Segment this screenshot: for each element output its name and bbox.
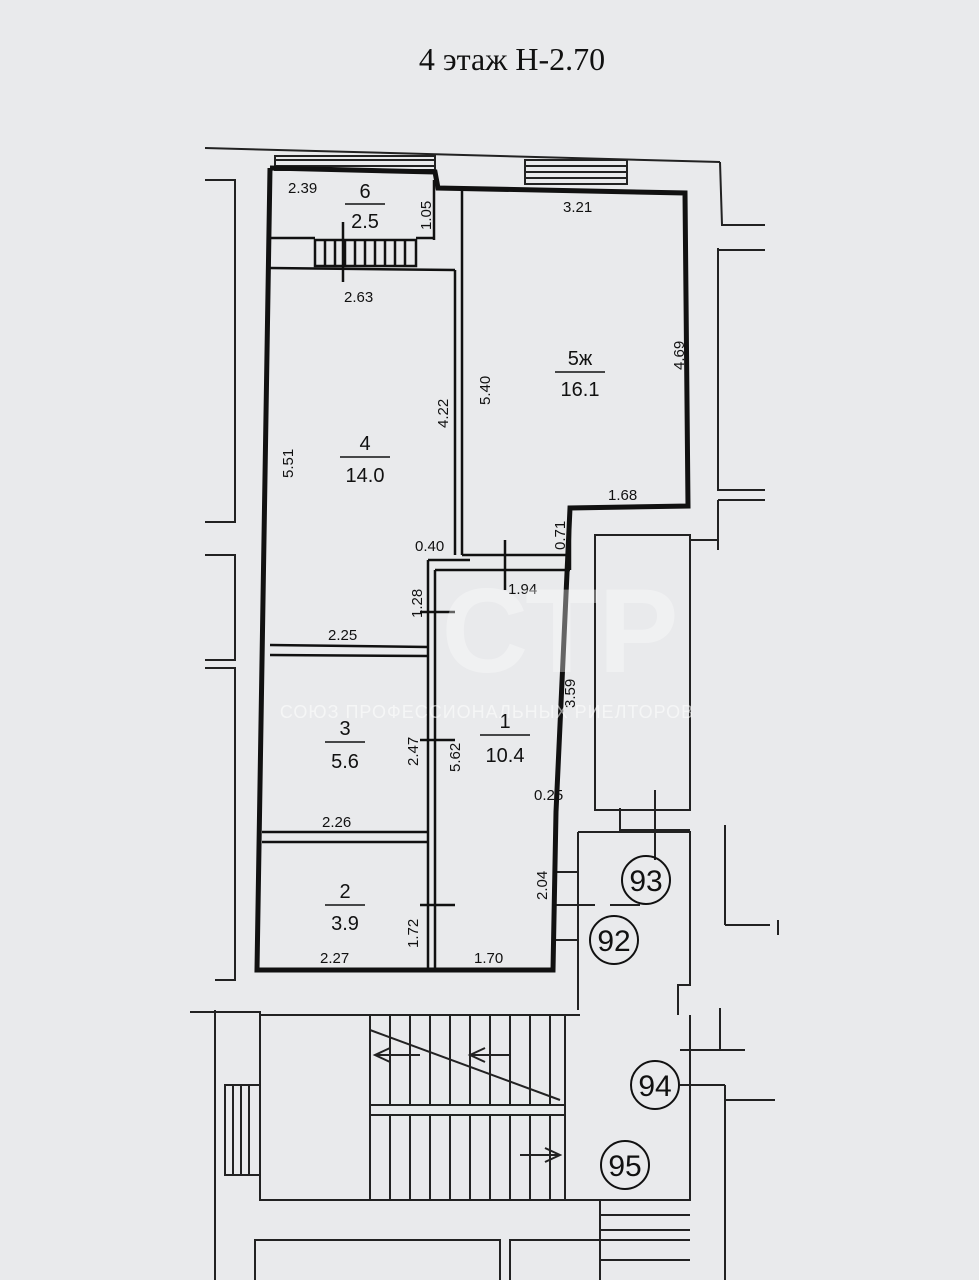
- room-number: 5ж: [568, 348, 593, 370]
- dim-label: 4.69: [671, 341, 688, 370]
- room-number: 4: [359, 433, 370, 455]
- dim-label: 5.40: [477, 376, 494, 405]
- dim-label: 2.26: [322, 814, 351, 831]
- room-3: 3 5.6: [325, 718, 365, 773]
- dim-label: 1.94: [508, 581, 537, 598]
- dim-label: 5.62: [447, 743, 464, 772]
- room-number: 3: [339, 718, 350, 740]
- room-number: 6: [359, 181, 370, 203]
- plan-title: 4 этаж Н-2.70: [419, 41, 605, 77]
- room-labels: 6 2.5 5ж 16.1 4 14.0 3 5.6 1 10.4 2 3.9: [325, 181, 605, 935]
- neighbor-markers: 93 92 94 95: [589, 855, 680, 1190]
- watermark-logo: СТР: [441, 564, 678, 698]
- room-area: 5.6: [331, 751, 359, 773]
- room-1: 1 10.4: [480, 711, 530, 767]
- dim-label: 2.27: [320, 950, 349, 967]
- neighbor-95: 95: [600, 1140, 650, 1190]
- neighbor-number: 92: [597, 925, 630, 958]
- dim-label: 1.28: [409, 589, 426, 618]
- dim-label: 1.70: [474, 950, 503, 967]
- dim-label: 2.04: [534, 871, 551, 900]
- room-area: 10.4: [486, 745, 525, 767]
- room-4: 4 14.0: [340, 433, 390, 487]
- dim-label: 1.05: [418, 201, 435, 230]
- room-2: 2 3.9: [325, 881, 365, 935]
- dim-label: 1.68: [608, 487, 637, 504]
- dim-label: 0.71: [552, 521, 569, 550]
- neighbor-number: 94: [638, 1070, 671, 1103]
- room-5: 5ж 16.1: [555, 348, 605, 401]
- dim-label: 0.25: [534, 787, 563, 804]
- interior-walls: [262, 180, 572, 970]
- neighbor-94: 94: [630, 1060, 680, 1110]
- dim-label: 0.40: [415, 538, 444, 555]
- room-number: 1: [499, 711, 510, 733]
- apartment-outline: [254, 165, 691, 973]
- room-area: 14.0: [346, 465, 385, 487]
- dim-label: 3.21: [563, 199, 592, 216]
- dim-label: 4.22: [435, 399, 452, 428]
- dim-label: 2.47: [405, 737, 422, 766]
- room-area: 3.9: [331, 913, 359, 935]
- room-number: 2: [339, 881, 350, 903]
- dim-label: 2.25: [328, 627, 357, 644]
- dim-label: 2.39: [288, 180, 317, 197]
- dim-label: 3.59: [562, 679, 579, 708]
- neighbor-93: 93: [621, 855, 671, 905]
- room-area: 2.5: [351, 211, 379, 233]
- watermark: СТР СОЮЗ ПРОФЕССИОНАЛЬНЫХ РИЕЛТОРОВ: [280, 564, 694, 722]
- dim-label: 2.63: [344, 289, 373, 306]
- neighbor-number: 93: [629, 865, 662, 898]
- dim-label: 5.51: [280, 449, 297, 478]
- room-area: 16.1: [561, 379, 600, 401]
- dim-label: 1.72: [405, 919, 422, 948]
- room-6: 6 2.5: [345, 181, 385, 233]
- dimension-labels: 2.39 1.05 3.21 2.63 4.69 5.40 4.22 5.51 …: [280, 180, 688, 967]
- neighbor-number: 95: [608, 1150, 641, 1183]
- watermark-text: СОЮЗ ПРОФЕССИОНАЛЬНЫХ РИЕЛТОРОВ: [280, 702, 694, 722]
- neighbor-92: 92: [589, 915, 639, 965]
- building-context: [190, 147, 779, 1280]
